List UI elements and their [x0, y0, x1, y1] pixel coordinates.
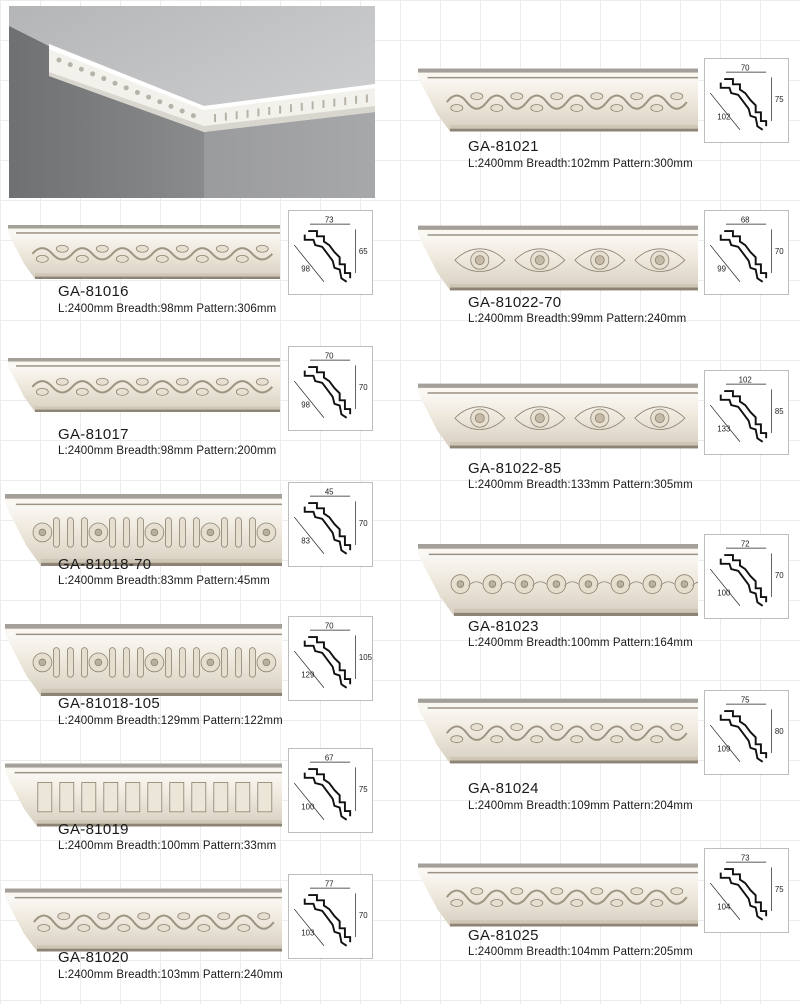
product-spec: L:2400mm Breadth:98mm Pattern:306mm — [58, 303, 277, 315]
profile-diagram: 70 105 129 — [288, 616, 373, 701]
dimension-height-label: 70 — [359, 519, 368, 528]
dimension-diagonal-label: 98 — [301, 400, 310, 409]
product-spec: L:2400mm Breadth:104mm Pattern:205mm — [468, 946, 693, 958]
dimension-height-label: 80 — [775, 727, 784, 736]
product-code: GA-81021 — [468, 138, 539, 155]
dimension-width-label: 70 — [741, 63, 750, 72]
dimension-height-label: 75 — [359, 785, 368, 794]
product-code: GA-81017 — [58, 426, 129, 443]
cornice-molding-image — [5, 620, 282, 700]
dimension-width-label: 75 — [741, 695, 750, 704]
dimension-width-label: 67 — [325, 753, 334, 762]
product-spec: L:2400mm Breadth:129mm Pattern:122mm — [58, 715, 283, 727]
product-code: GA-81025 — [468, 927, 539, 944]
product-code: GA-81022-70 — [468, 294, 562, 311]
cornice-molding-image — [418, 65, 698, 135]
dimension-diagonal-label: 103 — [301, 928, 315, 937]
product-spec: L:2400mm Breadth:103mm Pattern:240mm — [58, 969, 283, 981]
dimension-height-label: 85 — [775, 407, 784, 416]
dimension-diagonal-label: 83 — [301, 536, 310, 545]
product-code: GA-81016 — [58, 283, 129, 300]
product-code: GA-81018-105 — [58, 695, 161, 712]
dimension-height-label: 75 — [775, 95, 784, 104]
cornice-molding-image — [8, 355, 280, 415]
dimension-width-label: 77 — [325, 879, 334, 888]
profile-diagram: 77 70 103 — [288, 874, 373, 959]
profile-diagram: 72 70 100 — [704, 534, 789, 619]
product-code: GA-81020 — [58, 949, 129, 966]
product-code: GA-81023 — [468, 618, 539, 635]
dimension-height-label: 65 — [359, 247, 368, 256]
dimension-width-label: 73 — [325, 215, 334, 224]
dimension-height-label: 105 — [359, 653, 372, 662]
dimension-width-label: 72 — [741, 539, 750, 548]
dimension-height-label: 70 — [359, 911, 368, 920]
profile-diagram: 70 70 98 — [288, 346, 373, 431]
dimension-diagonal-label: 99 — [717, 264, 726, 273]
dimension-diagonal-label: 98 — [301, 264, 310, 273]
profile-diagram: 68 70 99 — [704, 210, 789, 295]
product-spec: L:2400mm Breadth:109mm Pattern:204mm — [468, 800, 693, 812]
product-spec: L:2400mm Breadth:98mm Pattern:200mm — [58, 445, 277, 457]
dimension-diagonal-label: 104 — [717, 902, 731, 911]
profile-diagram: 67 75 100 — [288, 748, 373, 833]
dimension-height-label: 70 — [775, 247, 784, 256]
cornice-molding-image — [418, 860, 698, 930]
cornice-molding-image — [5, 760, 282, 830]
cornice-molding-image — [418, 540, 698, 620]
dimension-diagonal-label: 100 — [301, 802, 315, 811]
product-spec: L:2400mm Breadth:100mm Pattern:164mm — [468, 637, 693, 649]
dimension-diagonal-label: 129 — [301, 670, 314, 679]
profile-diagram: 73 65 98 — [288, 210, 373, 295]
dimension-diagonal-label: 109 — [717, 744, 730, 753]
profile-diagram: 75 80 109 — [704, 690, 789, 775]
dimension-width-label: 102 — [739, 375, 752, 384]
cornice-molding-image — [418, 695, 698, 767]
product-code: GA-81022-85 — [468, 460, 562, 477]
installed-cornice-photo — [9, 6, 375, 198]
dimension-width-label: 45 — [325, 487, 334, 496]
product-code: GA-81018-70 — [58, 556, 152, 573]
product-spec: L:2400mm Breadth:100mm Pattern:33mm — [58, 840, 277, 852]
product-code: GA-81024 — [468, 780, 539, 797]
cornice-molding-image — [418, 222, 698, 294]
profile-diagram: 45 70 83 — [288, 482, 373, 567]
dimension-height-label: 70 — [775, 571, 784, 580]
product-code: GA-81019 — [58, 821, 129, 838]
dimension-width-label: 70 — [325, 621, 334, 630]
profile-diagram: 102 85 133 — [704, 370, 789, 455]
dimension-diagonal-label: 100 — [717, 588, 731, 597]
dimension-diagonal-label: 133 — [717, 424, 731, 433]
cornice-molding-image — [5, 490, 282, 570]
cornice-molding-image — [8, 222, 280, 282]
dimension-height-label: 70 — [359, 383, 368, 392]
dimension-width-label: 70 — [325, 351, 334, 360]
product-spec: L:2400mm Breadth:133mm Pattern:305mm — [468, 479, 693, 491]
product-spec: L:2400mm Breadth:102mm Pattern:300mm — [468, 158, 693, 170]
dimension-width-label: 73 — [741, 853, 750, 862]
dimension-height-label: 75 — [775, 885, 784, 894]
cornice-molding-image — [418, 380, 698, 452]
product-spec: L:2400mm Breadth:99mm Pattern:240mm — [468, 313, 687, 325]
product-spec: L:2400mm Breadth:83mm Pattern:45mm — [58, 575, 270, 587]
dimension-width-label: 68 — [741, 215, 750, 224]
profile-diagram: 70 75 102 — [704, 58, 789, 143]
dimension-diagonal-label: 102 — [717, 112, 730, 121]
cornice-molding-image — [5, 885, 282, 955]
profile-diagram: 73 75 104 — [704, 848, 789, 933]
